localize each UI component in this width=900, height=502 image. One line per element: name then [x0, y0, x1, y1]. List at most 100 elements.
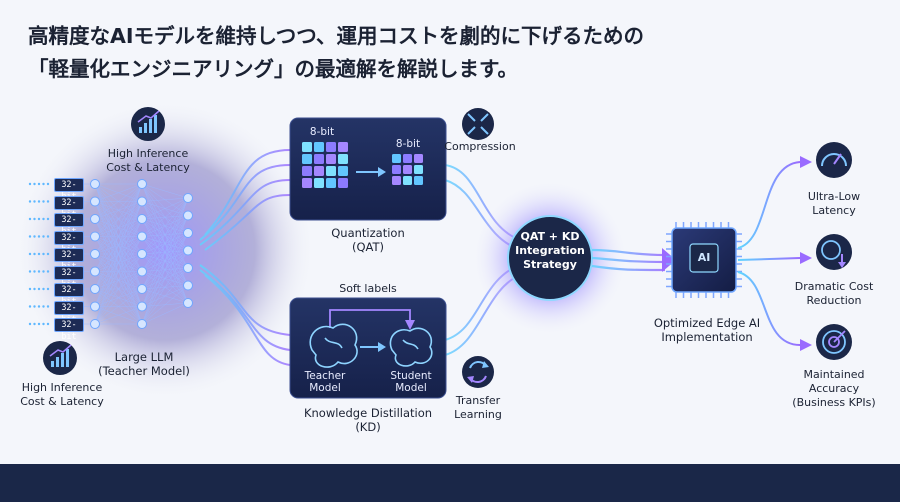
- nn-edge: [94, 183, 143, 307]
- bit-label: 32-bit: [54, 283, 84, 307]
- cost-label-top: High Inference Cost & Latency: [106, 147, 190, 174]
- bit-label: 32-bit: [54, 195, 84, 220]
- input-dot: [33, 200, 36, 203]
- input-dot: [28, 182, 32, 186]
- input-dot: [46, 200, 50, 203]
- integration-strategy-label: QAT + KD Integration Strategy: [515, 230, 585, 271]
- input-dot: [42, 252, 45, 256]
- student-model-label: Student Model: [390, 370, 432, 394]
- llm-glow: [15, 100, 315, 400]
- input-dot: [33, 305, 36, 308]
- input-dot: [46, 322, 50, 326]
- target-icon: [816, 324, 852, 360]
- nn-edge: [94, 253, 143, 325]
- llm-label: Large LLM (Teacher Model): [98, 350, 190, 378]
- nn-node: [90, 179, 100, 189]
- input-dot: [37, 305, 41, 308]
- grid-cell: [338, 154, 348, 164]
- nn-edge: [141, 197, 189, 237]
- nn-node: [183, 245, 193, 256]
- bit-label: 32-bit: [54, 213, 84, 237]
- nn-edge: [94, 201, 143, 325]
- dollar-down-icon: [816, 234, 852, 270]
- grid-cell: [302, 166, 312, 176]
- nn-edge: [94, 183, 143, 272]
- nn-edge: [141, 197, 189, 290]
- input-dot: [33, 252, 36, 256]
- transfer-learning-icon: [462, 356, 494, 388]
- nn-node: [137, 179, 147, 189]
- nn-node: [137, 284, 147, 294]
- bit-label: 32-bit: [54, 230, 84, 255]
- cost-label-bottom: High Inference Cost & Latency: [20, 381, 104, 408]
- grid-cell: [338, 142, 348, 152]
- input-dot: [42, 182, 45, 186]
- input-dot: [33, 235, 36, 238]
- input-dot: [28, 200, 32, 203]
- nn-edge: [141, 197, 189, 202]
- distillation-label: Knowledge Distillation (KD): [303, 406, 433, 434]
- input-dot: [37, 270, 41, 273]
- nn-edge: [141, 232, 189, 325]
- flow-to-quantization: [199, 149, 291, 251]
- ai-chip-icon: [666, 222, 742, 298]
- outcome-latency-label: Ultra-Low Latency: [807, 190, 861, 217]
- grid-cell: [414, 154, 423, 163]
- nn-edge: [141, 197, 189, 272]
- input-dot: [37, 200, 41, 203]
- nn-edge: [94, 183, 143, 290]
- input-dot: [33, 217, 36, 221]
- grid-cell: [314, 178, 324, 188]
- chart-up-icon-top: [131, 107, 165, 141]
- input-dot: [37, 322, 41, 326]
- transfer-learning-label: Transfer Learning: [454, 394, 502, 421]
- nn-edge: [94, 183, 143, 202]
- outcome-branches: [737, 161, 801, 346]
- teacher-brain-icon: [309, 323, 358, 368]
- nn-edge: [141, 250, 189, 325]
- neural-network-nodes: [90, 179, 193, 329]
- grid-cell: [326, 142, 336, 152]
- grid-cell: [314, 154, 324, 164]
- input-dot: [46, 270, 50, 273]
- input-dot: [37, 182, 41, 186]
- nn-node: [183, 263, 193, 273]
- grid-cell: [403, 176, 412, 185]
- input-dot: [37, 217, 41, 221]
- student-brain-icon: [389, 327, 433, 367]
- bit-label: 32-bit: [54, 300, 84, 325]
- bit-label: 32-bit: [54, 318, 84, 342]
- nn-edge: [94, 306, 143, 325]
- grid-cell: [414, 165, 423, 174]
- input-dot: [46, 287, 50, 291]
- input-dot: [37, 235, 41, 238]
- grid-cell: [392, 165, 401, 174]
- nn-edge: [94, 218, 143, 325]
- nn-edge: [141, 197, 189, 255]
- bit-left-label: 8-bit: [309, 126, 335, 138]
- nn-node: [90, 301, 100, 312]
- title-line-2: 「軽量化エンジニアリング」の最適解を解説します。: [28, 57, 518, 81]
- chip-text: AI: [697, 251, 711, 264]
- bit-label: 32-bit: [54, 178, 84, 202]
- grid-cell: [302, 154, 312, 164]
- input-dot: [33, 322, 36, 326]
- nn-node: [90, 214, 100, 224]
- grid-cell: [403, 165, 412, 174]
- input-dot: [33, 287, 36, 291]
- chip-arrow: [662, 248, 676, 272]
- nn-node: [90, 266, 100, 277]
- quant-grid-small: [392, 154, 423, 185]
- grid-cell: [326, 166, 336, 176]
- bit-right-label: 8-bit: [395, 138, 421, 150]
- outcome-cost-label: Dramatic Cost Reduction: [794, 280, 874, 307]
- grid-cell: [326, 154, 336, 164]
- neural-network: [84, 183, 189, 325]
- input-dot: [42, 322, 45, 326]
- input-dot: [28, 252, 32, 256]
- input-dot: [28, 235, 32, 238]
- input-dot: [42, 200, 45, 203]
- input-dot: [33, 182, 36, 186]
- input-dot: [28, 217, 32, 221]
- input-dot: [33, 270, 36, 273]
